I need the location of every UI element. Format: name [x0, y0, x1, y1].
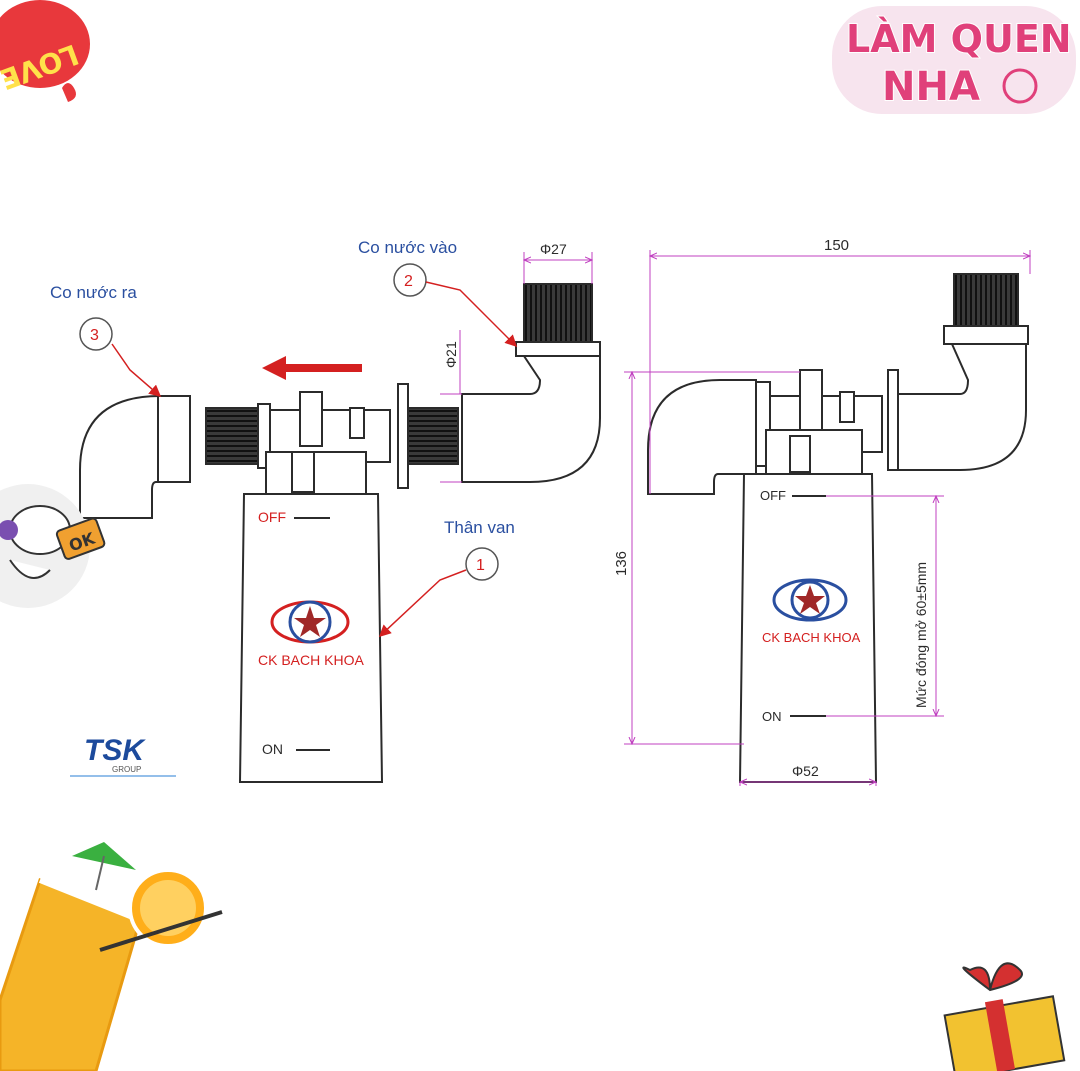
inlet-label: Co nước vào — [358, 238, 457, 257]
pipe-diameter-text: Φ21 — [443, 341, 459, 368]
callout-body: 1 — [378, 547, 499, 638]
valve-body — [238, 493, 384, 783]
left-off-label: OFF — [258, 509, 286, 525]
right-on-label: ON — [762, 709, 782, 724]
right-inlet-thread — [953, 273, 1019, 327]
dim-open-close-level — [826, 496, 944, 716]
svg-text:1: 1 — [476, 557, 485, 574]
svg-text:GROUP: GROUP — [112, 765, 141, 774]
callout-outlet: 3 — [79, 317, 162, 397]
callout-inlet: 2 — [393, 263, 518, 348]
svg-text:2: 2 — [404, 273, 413, 290]
right-valve-body — [738, 473, 878, 783]
outlet-label: Co nước ra — [50, 283, 137, 302]
total-width-text: 150 — [824, 237, 849, 254]
body-diameter-text: Φ52 — [792, 763, 819, 779]
mascot-ok-sticker: OK — [0, 484, 106, 608]
gift-box-sticker — [943, 962, 1066, 1071]
flow-arrow — [262, 356, 362, 380]
dim-inlet-diameter — [524, 252, 592, 284]
inlet-diameter-text: Φ27 — [540, 241, 567, 257]
right-off-label: OFF — [760, 488, 786, 503]
left-brand-text: CK BACH KHOA — [258, 652, 364, 668]
lam-quen-sticker: LÀM QUEN NHA — [832, 6, 1076, 114]
svg-text:NHA: NHA — [882, 64, 980, 110]
outlet-thread — [205, 407, 259, 465]
tsk-logo: TSK GROUP — [70, 734, 176, 777]
left-on-label: ON — [262, 741, 283, 757]
body-label: Thân van — [444, 518, 515, 537]
right-brand-logo — [772, 578, 848, 622]
right-inlet-elbow — [897, 343, 1027, 471]
svg-text:LÀM QUEN: LÀM QUEN — [846, 17, 1072, 61]
inlet-thread — [523, 283, 593, 343]
svg-text:TSK: TSK — [84, 734, 146, 767]
right-brand-text: CK BACH KHOA — [762, 630, 861, 645]
inlet-elbow — [461, 355, 601, 483]
dim-pipe-diameter — [440, 330, 462, 483]
dim-total-height — [624, 372, 800, 744]
svg-text:3: 3 — [90, 327, 99, 344]
orange-juice-sticker — [0, 842, 223, 1071]
right-valve — [647, 273, 1029, 783]
dim-body-diameter — [740, 782, 876, 786]
open-close-level-text: Mức đóng mở 60±5mm — [913, 562, 929, 708]
left-brand-logo — [270, 600, 350, 644]
love-sticker: LOVE — [0, 0, 98, 102]
right-outlet-elbow — [647, 379, 757, 495]
left-valve — [79, 283, 601, 783]
total-height-text: 136 — [613, 551, 630, 576]
